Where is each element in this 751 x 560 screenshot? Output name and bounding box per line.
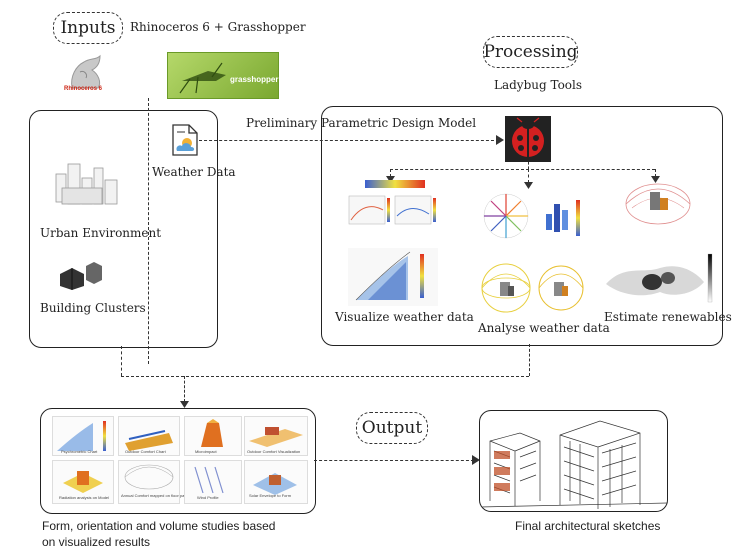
thumb-label: Radiation analysis on Model (59, 495, 110, 500)
output-title-text: Output (361, 418, 423, 438)
branch-mid-line (528, 169, 529, 183)
model-label: Preliminary Parametric Design Model (246, 116, 477, 130)
thumb-label: Outdoor Comfort Visualization (247, 449, 301, 454)
urban-environment-label: Urban Environment (40, 226, 162, 240)
ladybug-tools-label: Ladybug Tools (494, 78, 583, 92)
rhino-logo: Rhinoceros 6 (62, 52, 108, 96)
weather-data-icon (171, 123, 199, 157)
visualize-charts-top (345, 180, 437, 240)
rhino-logo-text: Rhinoceros 6 (64, 86, 103, 92)
thumb-solar-envelope: Solar Envelope to Form (244, 460, 308, 504)
studies-to-sketches-line (314, 460, 474, 461)
radiation-bars-chart (540, 196, 584, 242)
thumb-wind-profile: Wind Profile (184, 460, 242, 504)
branch-mid-arrowhead (524, 182, 533, 189)
wind-rose-chart (478, 188, 538, 246)
thumb-label: Microimpact (195, 449, 217, 454)
thumb-outdoor-vis: Outdoor Comfort Visualization (244, 416, 308, 456)
branch-right-arrowhead (651, 176, 660, 183)
thumb-label: Outdoor Comfort Chart (125, 449, 166, 454)
psychrometric-chart (348, 248, 438, 306)
building-clusters-label: Building Clusters (40, 301, 146, 315)
to-output-line (184, 376, 185, 402)
thumb-psychrometric: Psychrometric Chart (52, 416, 114, 456)
processing-title: Processing (483, 36, 578, 68)
sun-path-chart-right (536, 262, 586, 314)
studies-caption-line2: on visualized results (42, 535, 151, 549)
thumb-label: Wind Profile (197, 495, 219, 500)
urban-environment-illustration (52, 160, 122, 210)
inputs-title-text: Inputs (60, 18, 116, 38)
studies-to-sketches-arrowhead (472, 455, 480, 465)
output-title: Output (356, 412, 428, 444)
radiation-map (604, 253, 716, 304)
processing-down-line (529, 344, 530, 376)
ladybug-icon (505, 116, 551, 162)
software-label: Rhinoceros 6 + Grasshopper (130, 20, 306, 34)
thumb-label: Psychrometric Chart (61, 449, 98, 454)
sun-path-sphere (622, 178, 694, 226)
weather-to-ladybug-arrowhead (496, 135, 504, 145)
building-clusters-illustration (56, 258, 106, 290)
processing-title-text: Processing (483, 42, 578, 62)
sketches-panel (479, 410, 668, 512)
estimate-renewables-label: Estimate renewables (604, 310, 732, 324)
branch-left-arrowhead (386, 176, 395, 183)
inputs-divider-line (148, 98, 149, 364)
thumb-outdoor-comfort: Outdoor Comfort Chart (118, 416, 180, 456)
analyse-weather-label: Analyse weather data (478, 321, 610, 335)
to-output-arrowhead (180, 401, 189, 408)
sketches-caption: Final architectural sketches (515, 519, 661, 533)
inputs-down-line (121, 346, 122, 376)
ladybug-stem-line (528, 162, 529, 169)
architectural-sketch (480, 420, 667, 509)
studies-caption-line1: Form, orientation and volume studies bas… (42, 519, 276, 533)
grasshopper-logo-text: grasshopper (230, 75, 279, 84)
inputs-title: Inputs (53, 12, 123, 44)
grasshopper-icon (179, 62, 226, 94)
branch-horizontal-line (390, 169, 655, 170)
branch-right-line (655, 169, 656, 177)
thumb-annual-comfort: Annual Comfort mapped on floor patch (118, 460, 190, 504)
weather-to-ladybug-line (199, 140, 499, 141)
thumb-label: Solar Envelope to Form (249, 493, 292, 498)
thumb-radiation-model: Radiation analysis on Model (52, 460, 114, 504)
thumb-label: Annual Comfort mapped on floor patch (121, 493, 190, 498)
grasshopper-logo: grasshopper (167, 52, 279, 99)
thumb-microimpact: Microimpact (184, 416, 242, 456)
visualize-weather-label: Visualize weather data (335, 310, 474, 324)
merge-line (121, 376, 529, 377)
branch-left-line (390, 169, 391, 177)
rhino-logo-icon (71, 54, 101, 89)
sun-path-chart-left (478, 260, 534, 316)
weather-data-label: Weather Data (152, 165, 236, 179)
